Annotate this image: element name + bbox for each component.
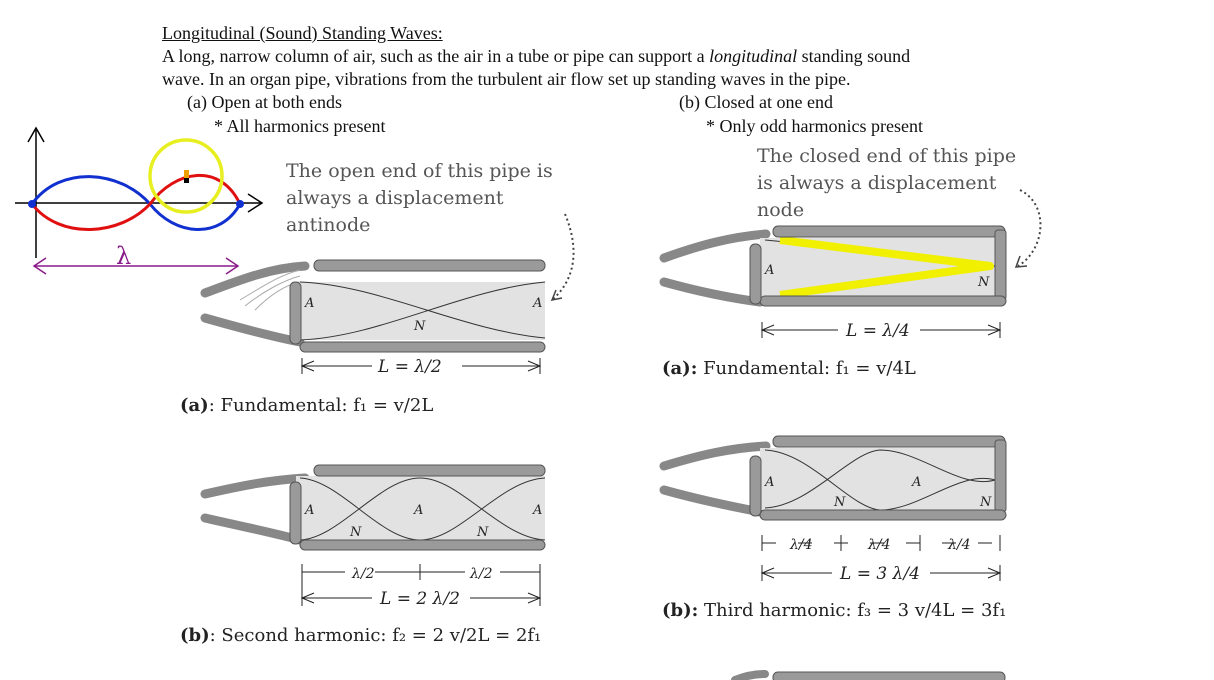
svg-text:A: A	[413, 503, 423, 518]
intro-line-1: A long, narrow column of air, such as th…	[162, 45, 910, 67]
svg-text:N: N	[833, 495, 846, 510]
svg-text:λ/2: λ/2	[469, 566, 493, 582]
page-title: Longitudinal (Sound) Standing Waves:	[162, 23, 443, 43]
svg-text:A: A	[532, 296, 542, 311]
closed-pipe-third-harmonic: A N A N λ/4 λ/4 λ/4 L = 3 λ/4	[659, 435, 1007, 584]
closed-end-heading: (b) Closed at one end	[679, 92, 833, 112]
open-end-note: The open end of this pipe is always a di…	[286, 160, 553, 236]
closed-fund-caption: (a): Fundamental: f₁ = v/4L	[662, 358, 916, 379]
svg-text:λ/4: λ/4	[789, 537, 813, 553]
closed-third-caption: (b): Third harmonic: f₃ = 3 v/4L = 3f₁	[662, 600, 1006, 621]
svg-text:A: A	[304, 503, 314, 518]
svg-text:A: A	[764, 263, 774, 278]
svg-text:A: A	[911, 475, 921, 490]
closed-pipe-fundamental: A N L = λ/4	[659, 225, 1007, 341]
red-wave	[30, 174, 242, 231]
highlight-circle	[148, 138, 224, 214]
svg-text:λ/4: λ/4	[947, 537, 971, 553]
open-pipe-fundamental: A N A L = λ/2	[200, 259, 546, 377]
intro-line-1-post: standing sound	[797, 46, 911, 66]
svg-text:λ/4: λ/4	[867, 537, 891, 553]
open-ends-subheading: * All harmonics present	[214, 116, 386, 136]
open-pipe-second-harmonic: A N A N A λ/2 λ/2 L = 2 λ/2	[200, 464, 546, 609]
lambda-sketch-label: λ	[116, 242, 131, 270]
intro-line-1-pre: A long, narrow column of air, such as th…	[162, 46, 710, 66]
intro-line-2: wave. In an organ pipe, vibrations from …	[162, 69, 851, 89]
svg-text:A: A	[304, 296, 314, 311]
svg-text:N: N	[349, 525, 362, 540]
svg-text:N: N	[413, 319, 426, 334]
svg-text:A: A	[764, 475, 774, 490]
svg-text:N: N	[977, 275, 990, 290]
closed-end-subheading: * Only odd harmonics present	[706, 116, 923, 136]
closed-fund-length: L = λ/4	[845, 321, 910, 341]
intro-emphasis: longitudinal	[709, 46, 798, 66]
svg-text:N: N	[979, 495, 992, 510]
open-second-caption: (b): Second harmonic: f₂ = 2 v/2L = 2f₁	[180, 625, 541, 646]
svg-text:A: A	[532, 503, 542, 518]
open-second-length: L = 2 λ/2	[379, 589, 460, 609]
hand-sketch: λ	[15, 126, 264, 275]
svg-text:λ/2: λ/2	[351, 566, 375, 582]
svg-text:N: N	[476, 525, 489, 540]
open-ends-heading: (a) Open at both ends	[187, 92, 342, 112]
closed-end-note: The closed end of this pipe is always a …	[757, 145, 1017, 221]
closed-third-length: L = 3 λ/4	[839, 564, 920, 584]
open-fund-length: L = λ/2	[377, 357, 442, 377]
open-fund-caption: (a): Fundamental: f₁ = v/2L	[180, 395, 433, 416]
